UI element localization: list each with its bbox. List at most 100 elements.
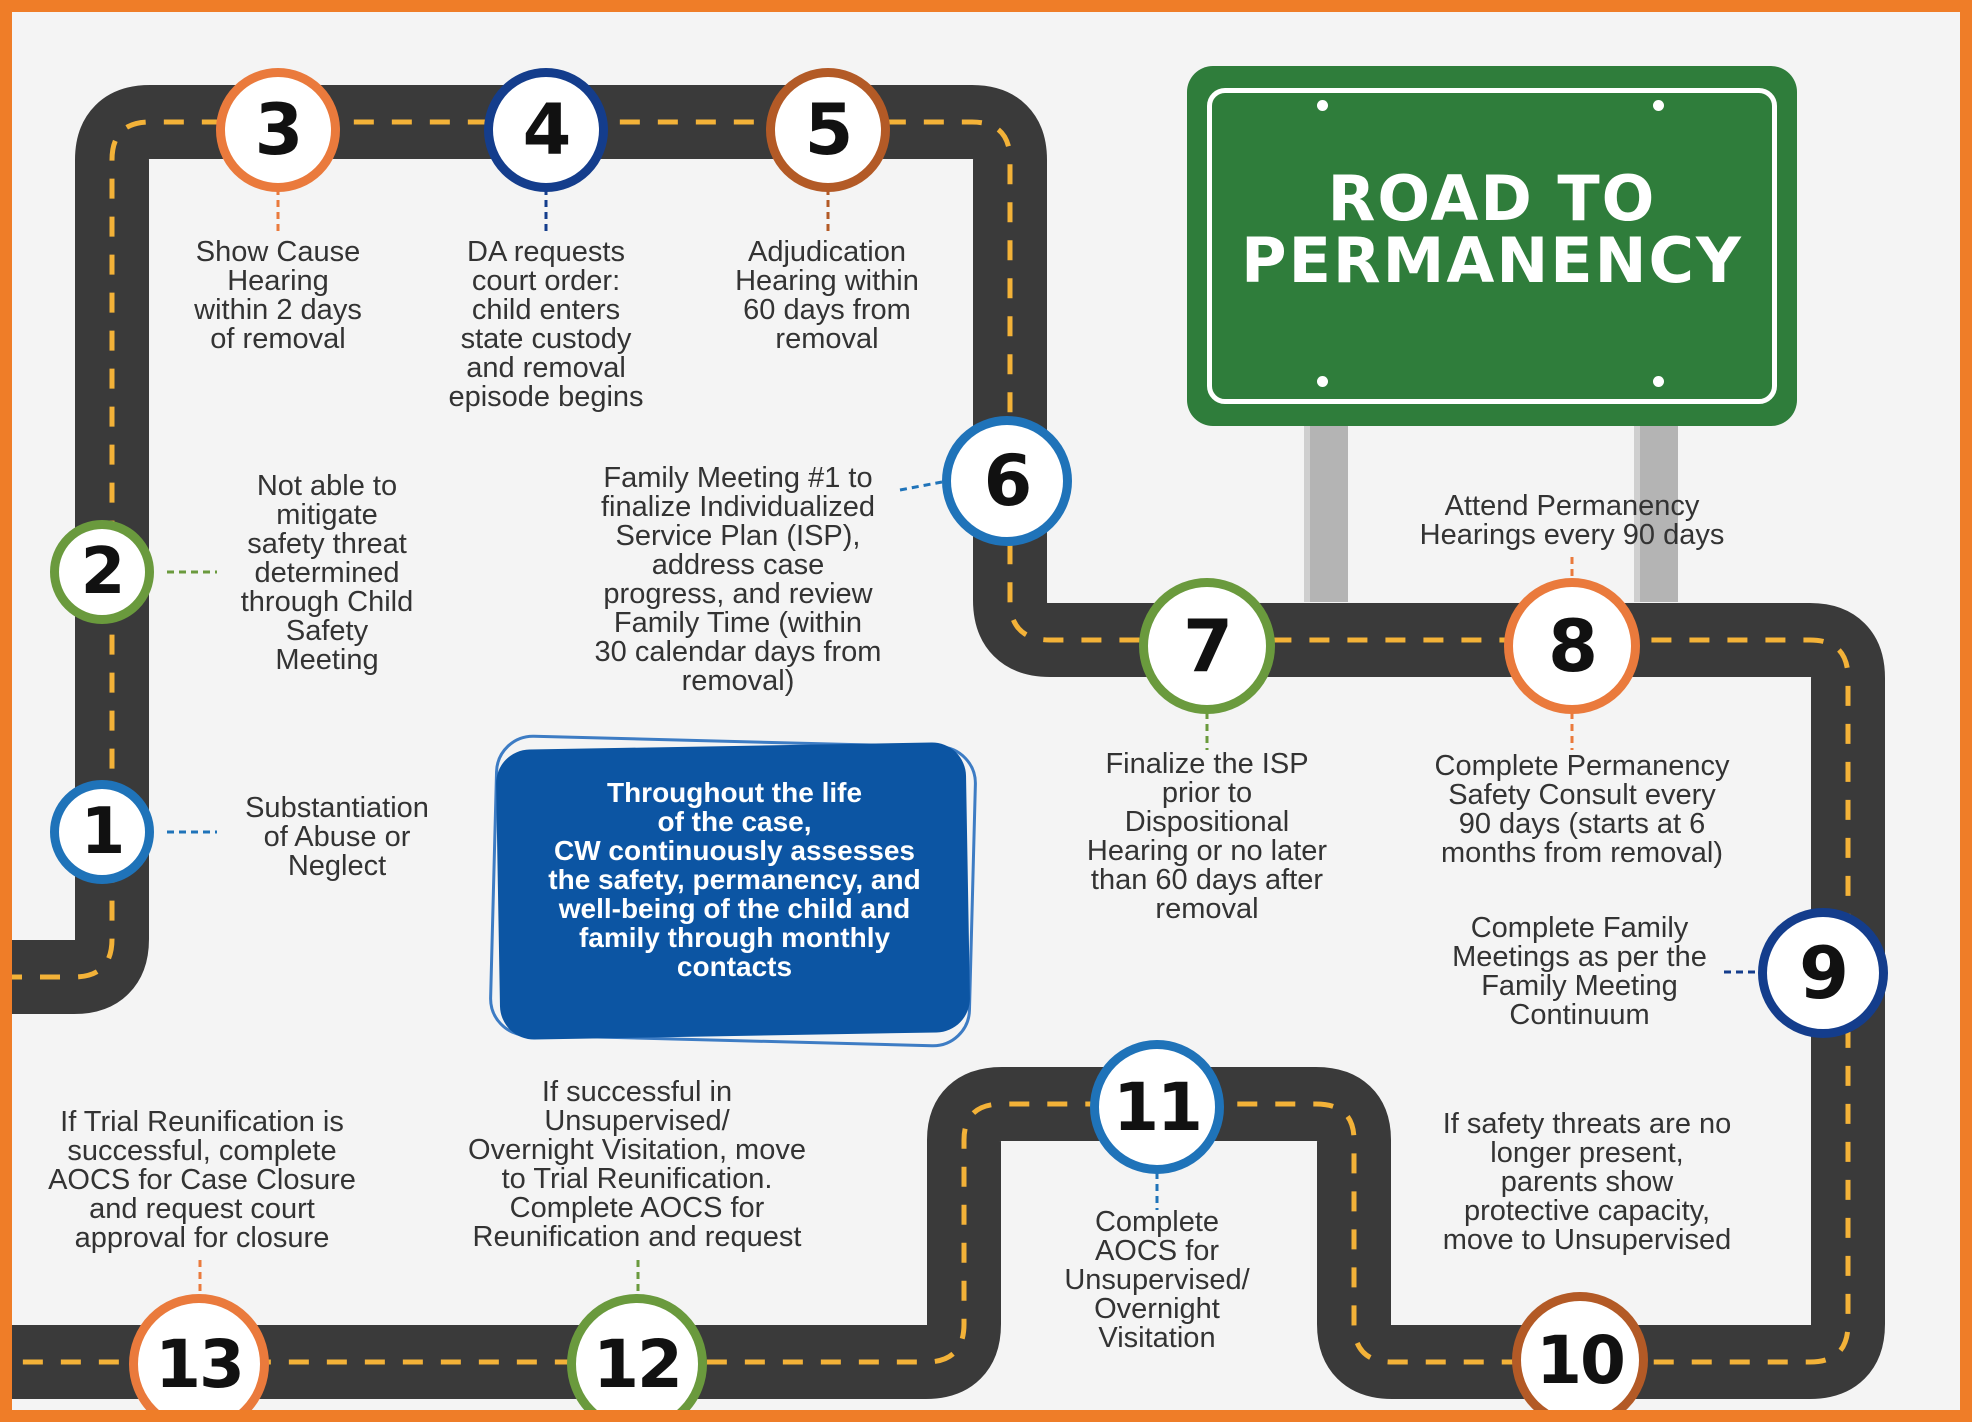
sign-bolt (1317, 376, 1328, 387)
label-line: Safety Consult every (1448, 779, 1716, 811)
note-line: of the case, (657, 806, 812, 837)
label-line: removal (1155, 893, 1259, 925)
label-line: Safety (285, 615, 369, 647)
step-3-label: Show Cause Hearing within 2 days of remo… (158, 238, 398, 354)
label-line: Complete Family (1470, 912, 1689, 944)
label-line: than 60 days after (1090, 864, 1324, 896)
label-line: finalize Individualized (600, 491, 876, 523)
step-number: 10 (1536, 1321, 1626, 1399)
step-number: 6 (983, 440, 1033, 522)
label-line: Hearing within (735, 265, 919, 297)
label-line: Complete (1094, 1206, 1220, 1238)
label-line: address case (651, 549, 825, 581)
step-12-marker: 12 (567, 1294, 707, 1410)
label-line: Show Cause (195, 236, 361, 268)
label-line: 30 calendar days from (594, 636, 882, 668)
label-line: Family Meeting #1 to (603, 462, 873, 494)
label-line: AOCS for (1094, 1235, 1220, 1267)
label-line: Substantiation (245, 792, 429, 824)
label-line: Visitation (1098, 1322, 1216, 1354)
step-13-label: If Trial Reunification is successful, co… (32, 1108, 372, 1253)
label-line: safety threat (247, 528, 407, 560)
step-4-label: DA requests court order: child enters st… (416, 238, 676, 412)
step-5-label: Adjudication Hearing within 60 days from… (702, 238, 952, 354)
label-line: Overnight (1094, 1293, 1220, 1325)
sign-bolt (1317, 100, 1328, 111)
label-line: Hearing or no later (1086, 835, 1328, 867)
label-line: Neglect (287, 850, 387, 882)
label-line: episode begins (448, 381, 644, 413)
sign-title-line: ROAD TO (1327, 162, 1657, 235)
step-3-marker: 3 (216, 68, 340, 192)
label-line: Unsupervised/ (1064, 1264, 1250, 1296)
label-line: parents show (1500, 1166, 1674, 1198)
label-line: Hearings every 90 days (1419, 519, 1725, 551)
label-line: of removal (210, 323, 346, 355)
step-number: 13 (155, 1325, 245, 1403)
step-2-label: Not able to mitigate safety threat deter… (202, 472, 452, 675)
label-line: Meetings as per the (1452, 941, 1707, 973)
step-7-label: Finalize the ISP prior to Dispositional … (1057, 750, 1357, 924)
note-line: contacts (676, 951, 793, 982)
label-line: If successful in (541, 1076, 733, 1108)
step-number: 7 (1182, 604, 1233, 688)
step-11-label: Complete AOCS for Unsupervised/ Overnigh… (1042, 1208, 1272, 1353)
step-number: 9 (1798, 931, 1849, 1015)
sign-title: ROAD TO PERMANENCY (1187, 168, 1797, 292)
label-line: months from removal) (1440, 837, 1723, 869)
step-number: 3 (254, 89, 304, 171)
label-line: Hearing (227, 265, 329, 297)
label-line: Complete Permanency (1434, 750, 1730, 782)
label-line: progress, and review (603, 578, 873, 610)
note-line: CW continuously assesses (553, 835, 915, 866)
label-line: and request court (89, 1193, 315, 1225)
label-line: Adjudication (748, 236, 906, 268)
step-5-marker: 5 (766, 68, 890, 192)
label-line: longer present, (1490, 1137, 1684, 1169)
note-line: the safety, permanency, and (548, 864, 921, 895)
sign-bolt (1653, 100, 1664, 111)
label-line: removal) (681, 665, 795, 697)
note-line: well-being of the child and (558, 893, 911, 924)
sign-border (1207, 88, 1777, 404)
step-9-label: Complete Family Meetings as per the Fami… (1412, 914, 1747, 1030)
step-6-label: Family Meeting #1 to finalize Individual… (558, 464, 918, 696)
step-2-marker: 2 (50, 520, 154, 624)
label-line: mitigate (276, 499, 378, 531)
label-line: AOCS for Case Closure (48, 1164, 356, 1196)
step-8-marker: 8 (1504, 578, 1640, 714)
label-line: to Trial Reunification. (501, 1163, 773, 1195)
step-11-marker: 11 (1090, 1040, 1224, 1174)
label-line: successful, complete (67, 1135, 337, 1167)
label-line: protective capacity, (1463, 1195, 1711, 1227)
step-13-marker: 13 (129, 1294, 269, 1410)
label-line: 90 days (starts at 6 (1458, 808, 1706, 840)
label-line: Unsupervised/ (544, 1105, 730, 1137)
label-line: Not able to (256, 470, 398, 502)
label-line: Overnight Visitation, move (468, 1134, 806, 1166)
label-line: If safety threats are no (1442, 1108, 1732, 1140)
label-line: Attend Permanency (1444, 490, 1700, 522)
label-line: Meeting (275, 644, 379, 676)
label-line: determined (254, 557, 400, 589)
label-line: Complete AOCS for (509, 1192, 765, 1224)
note-box-text: Throughout the life of the case, CW cont… (532, 778, 937, 981)
label-line: removal (775, 323, 879, 355)
label-line: and removal (466, 352, 626, 384)
step-9-marker: 9 (1758, 908, 1888, 1038)
step-10-marker: 10 (1512, 1292, 1648, 1410)
label-line: state custody (460, 323, 632, 355)
step-8-hearings-label: Attend Permanency Hearings every 90 days (1387, 492, 1757, 550)
step-1-marker: 1 (50, 780, 154, 884)
road-to-permanency-sign: ROAD TO PERMANENCY (1187, 66, 1797, 426)
note-line: Throughout the life (606, 777, 863, 808)
sign-post-right (1634, 422, 1678, 602)
label-line: DA requests (467, 236, 625, 268)
step-number: 2 (80, 535, 126, 609)
step-7-marker: 7 (1139, 578, 1275, 714)
sign-title-line: PERMANENCY (1241, 224, 1743, 297)
step-number: 12 (593, 1325, 683, 1403)
step-6-marker: 6 (942, 416, 1072, 546)
label-line: 60 days from (743, 294, 911, 326)
